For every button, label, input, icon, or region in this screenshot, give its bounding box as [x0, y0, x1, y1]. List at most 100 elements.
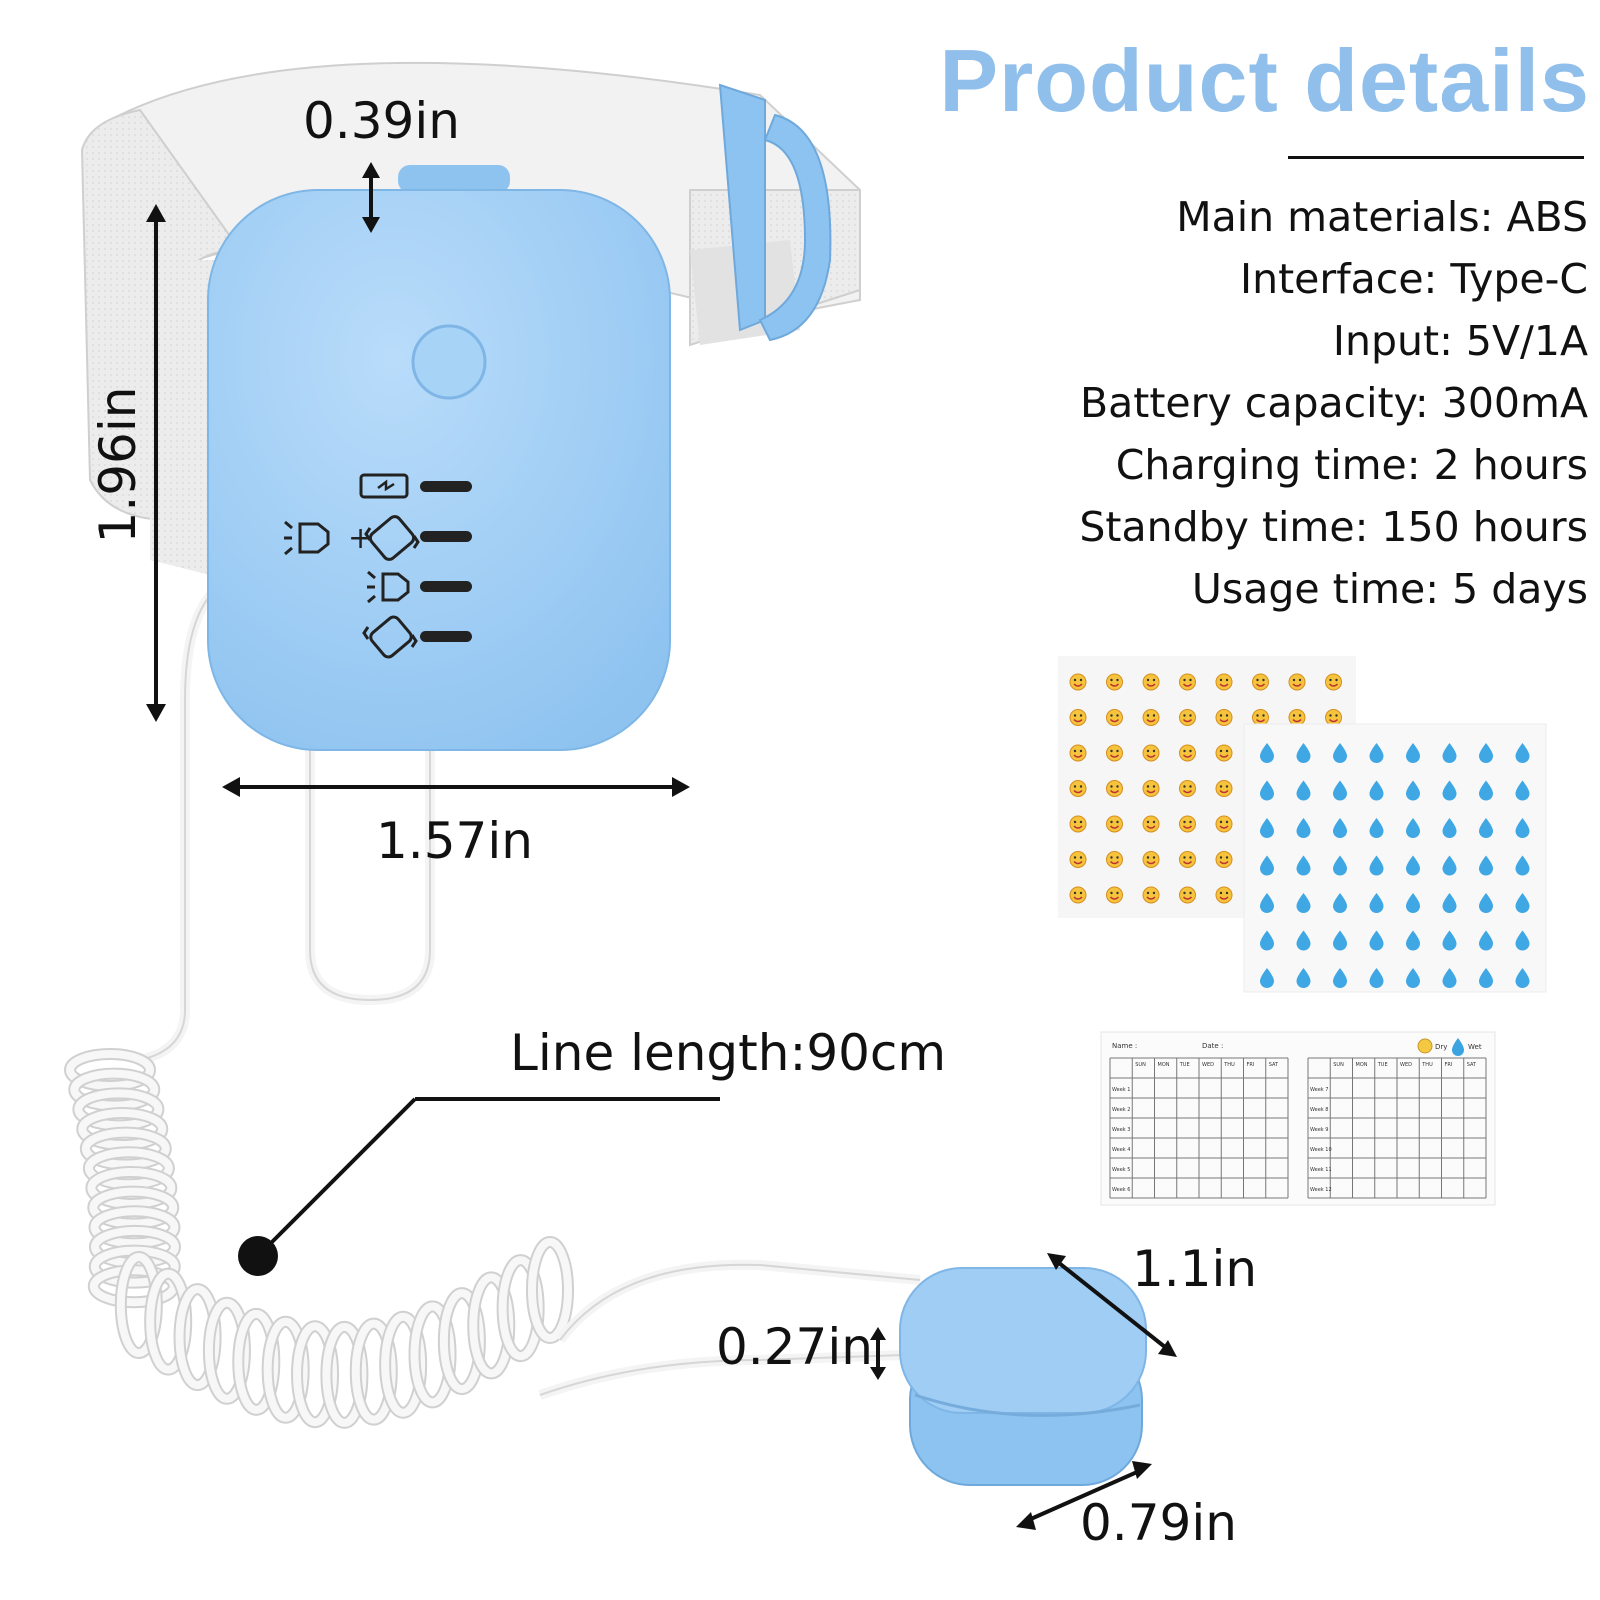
smiley-icon: [1142, 886, 1160, 904]
smiley-icon: [1106, 815, 1123, 833]
smiley-icon: [1215, 886, 1233, 904]
smiley-icon: [1142, 815, 1160, 833]
water-drop-icon: [1333, 818, 1347, 838]
smiley-icon: [1252, 673, 1269, 691]
water-drop-icon: [1406, 743, 1420, 763]
coiled-cord: [64, 1048, 574, 1429]
chart-day-label: FRI: [1445, 1062, 1453, 1068]
water-drop-icon: [1442, 930, 1457, 951]
smiley-icon: [1106, 886, 1123, 904]
water-drop-icon: [1260, 930, 1274, 951]
chart-week-label: Week 4: [1112, 1147, 1130, 1153]
water-drop-icon: [1296, 968, 1311, 989]
water-drop-icon: [1406, 893, 1420, 913]
smiley-icon: [1106, 780, 1123, 797]
dimension-arrows: [146, 162, 1177, 1530]
chart-week-label: Week 11: [1310, 1167, 1332, 1173]
smiley-icon: [1179, 709, 1196, 726]
water-drop-icon: [1369, 743, 1384, 764]
alarm-device: +: [207, 165, 671, 751]
chart-date-label: Date :: [1202, 1042, 1223, 1050]
spec-standby-time: Standby time: 150 hours: [1079, 503, 1588, 551]
water-drop-icon: [1515, 743, 1530, 764]
water-drop-icon: [1442, 818, 1457, 839]
water-drop-icon: [1515, 930, 1530, 951]
chart-week-label: Week 9: [1310, 1127, 1328, 1133]
spec-usage-time: Usage time: 5 days: [1191, 565, 1588, 613]
chart-week-label: Week 7: [1310, 1087, 1328, 1093]
chart-day-label: WED: [1400, 1062, 1412, 1068]
chart-day-label: SAT: [1467, 1062, 1477, 1068]
legend-dry: Dry: [1435, 1043, 1447, 1051]
water-drop-icon: [1260, 780, 1274, 801]
smiley-icon: [1069, 673, 1087, 691]
water-drop-icon: [1369, 818, 1384, 839]
water-drop-icon: [1296, 893, 1311, 913]
smiley-icon: [1325, 709, 1342, 726]
chart-day-label: FRI: [1247, 1062, 1255, 1068]
smiley-icon: [1288, 709, 1306, 726]
smiley-icon: [1179, 851, 1196, 868]
chart-week-label: Week 1: [1112, 1087, 1130, 1093]
smiley-icon: [1069, 815, 1087, 833]
water-drop-icon: [1296, 930, 1311, 951]
smiley-icon: [1179, 815, 1196, 833]
smiley-icon: [1288, 673, 1306, 691]
water-drop-icon: [1369, 893, 1384, 913]
smiley-icon: [1325, 673, 1342, 691]
water-drop-icon: [1333, 743, 1347, 763]
spec-list: Main materials: ABS Interface: Type-C In…: [1079, 186, 1588, 620]
water-drop-icon: [1333, 855, 1347, 876]
water-drop-icon: [1479, 780, 1493, 801]
water-drop-icon: [1406, 855, 1420, 876]
water-drop-icon: [1442, 893, 1457, 913]
smiley-icon: [1069, 886, 1087, 904]
water-drop-icon: [1296, 780, 1311, 801]
smiley-icon: [1069, 744, 1087, 762]
dim-top-height: 0.39in: [303, 92, 460, 150]
smiley-icon: [1215, 673, 1233, 691]
water-drop-icon: [1369, 968, 1384, 989]
smiley-icon: [1215, 851, 1233, 868]
moisture-sensor: [899, 1267, 1147, 1486]
chart-day-label: MON: [1158, 1062, 1170, 1068]
dim-line-length: Line length:90cm: [510, 1024, 947, 1082]
smiley-icon: [1215, 815, 1233, 833]
water-drop-icon: [1369, 855, 1384, 876]
light-icon: [284, 520, 330, 556]
chart-day-label: WED: [1202, 1062, 1214, 1068]
water-drop-icon: [1260, 855, 1274, 876]
chart-day-label: SAT: [1269, 1062, 1279, 1068]
dim-sensor-width: 1.1in: [1132, 1240, 1258, 1298]
smiley-icon: [1215, 780, 1233, 797]
reward-chart: Name : Date : Dry Wet: [1100, 1031, 1496, 1206]
chart-week-label: Week 8: [1310, 1107, 1328, 1113]
light-icon: [367, 570, 410, 604]
water-drop-icon: [1296, 855, 1311, 876]
strap-buckle: [718, 83, 832, 342]
water-drop-icon: [1479, 893, 1493, 913]
power-button: [411, 324, 487, 400]
water-drop-icon: [1442, 855, 1457, 876]
water-drop-icon: [1406, 818, 1420, 838]
water-drop-icon: [1296, 818, 1311, 839]
chart-week-label: Week 5: [1112, 1167, 1130, 1173]
chart-week-label: Week 3: [1112, 1127, 1130, 1133]
smiley-icon: [1179, 744, 1196, 762]
vibration-icon: [364, 515, 420, 561]
water-drop-sticker-sheet: [1243, 723, 1547, 993]
smiley-icon: [1069, 780, 1087, 797]
chart-day-label: SUN: [1135, 1062, 1146, 1068]
sensor-cable: [538, 1259, 921, 1400]
title-divider: [1288, 156, 1584, 159]
water-drop-icon: [1479, 968, 1493, 988]
dim-device-width: 1.57in: [376, 812, 533, 870]
water-drop-icon: [1260, 968, 1274, 988]
water-drop-icon: [1260, 743, 1274, 763]
spec-charging-time: Charging time: 2 hours: [1115, 441, 1588, 489]
spec-battery: Battery capacity: 300mA: [1080, 379, 1588, 427]
smiley-icon: [1069, 709, 1087, 726]
water-drop-icon: [1369, 930, 1384, 951]
chart-day-label: TUE: [1377, 1062, 1388, 1068]
